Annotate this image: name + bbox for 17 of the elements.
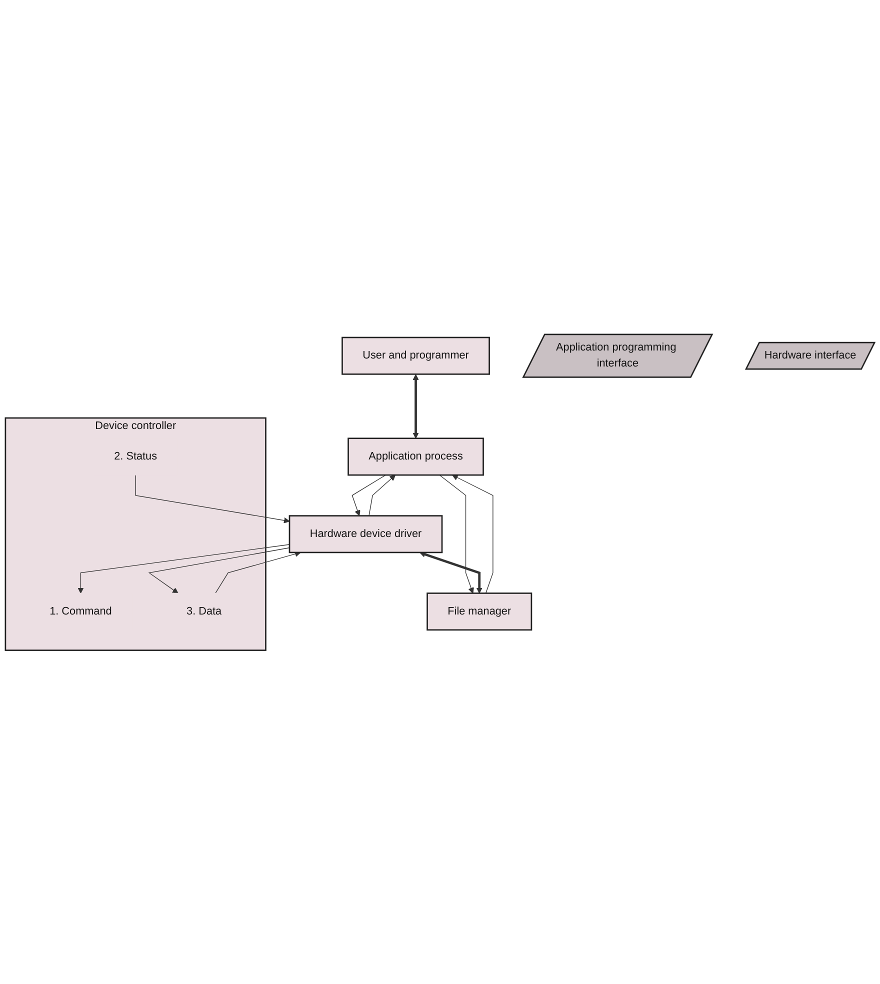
node-text: 3. Data xyxy=(186,605,222,617)
arrow xyxy=(78,544,290,594)
arrow xyxy=(148,547,290,594)
arrow xyxy=(135,474,290,523)
node-box: File manager xyxy=(426,592,532,630)
arrow xyxy=(352,474,386,516)
node-box: User and programmer xyxy=(342,336,490,374)
node-text: 2. Status xyxy=(114,450,158,462)
node-box: Hardware device driver xyxy=(288,514,443,553)
arrow xyxy=(420,551,482,594)
arrow xyxy=(368,474,396,516)
arrow xyxy=(452,474,494,594)
arrow xyxy=(215,550,301,594)
arrow xyxy=(439,474,474,594)
arrow xyxy=(412,374,419,438)
node-box: Application process xyxy=(348,437,484,476)
node-text: 1. Command xyxy=(50,605,112,617)
